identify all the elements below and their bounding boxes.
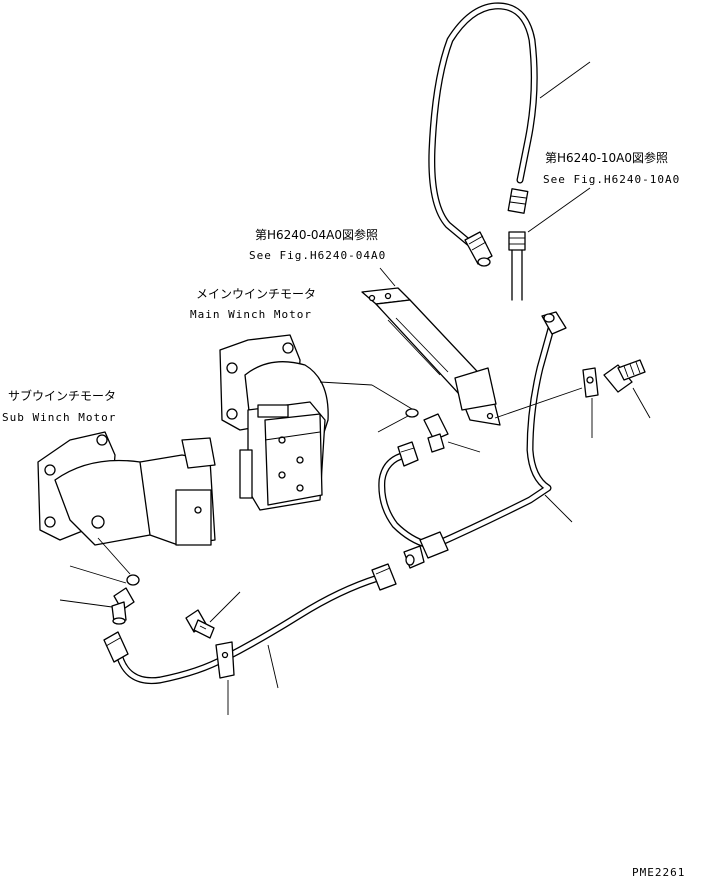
o-ring-sub	[126, 574, 140, 586]
bracket	[361, 287, 501, 426]
drawing-code-label: PME2261	[632, 866, 686, 879]
ref-04a0-en-label: See Fig.H6240-04A0	[249, 249, 387, 262]
bolt-lower	[185, 609, 215, 639]
hose-end-fitting-top	[507, 188, 529, 214]
upper-hose	[428, 2, 538, 254]
steel-pipe-right	[431, 311, 567, 549]
tee-fitting	[403, 531, 449, 569]
ref-04a0-jp-label: 第H6240-04A0図参照	[255, 228, 379, 242]
steel-pipe-left-branch	[378, 441, 432, 549]
bolt-right	[603, 359, 646, 393]
elbow-fitting-sub	[111, 587, 135, 625]
hose-end-fitting-lower	[464, 231, 493, 267]
main-winch-motor-jp-label: メインウインチモータ	[196, 287, 317, 301]
main-winch-motor-en-label: Main Winch Motor	[190, 308, 312, 321]
sub-winch-motor-jp-label: サブウインチモータ	[8, 389, 117, 403]
sub-winch-motor	[37, 431, 216, 546]
lower-hose	[103, 563, 397, 685]
leader-lines	[59, 61, 651, 715]
adapter-right	[508, 231, 526, 301]
sub-winch-motor-en-label: Sub Winch Motor	[2, 411, 117, 424]
clamp-right	[582, 367, 599, 398]
ref-10a0-en-label: See Fig.H6240-10A0	[543, 173, 681, 186]
ref-10a0-jp-label: 第H6240-10A0図参照	[545, 151, 669, 165]
main-winch-motor	[219, 334, 329, 511]
elbow-fitting-main	[423, 413, 449, 453]
